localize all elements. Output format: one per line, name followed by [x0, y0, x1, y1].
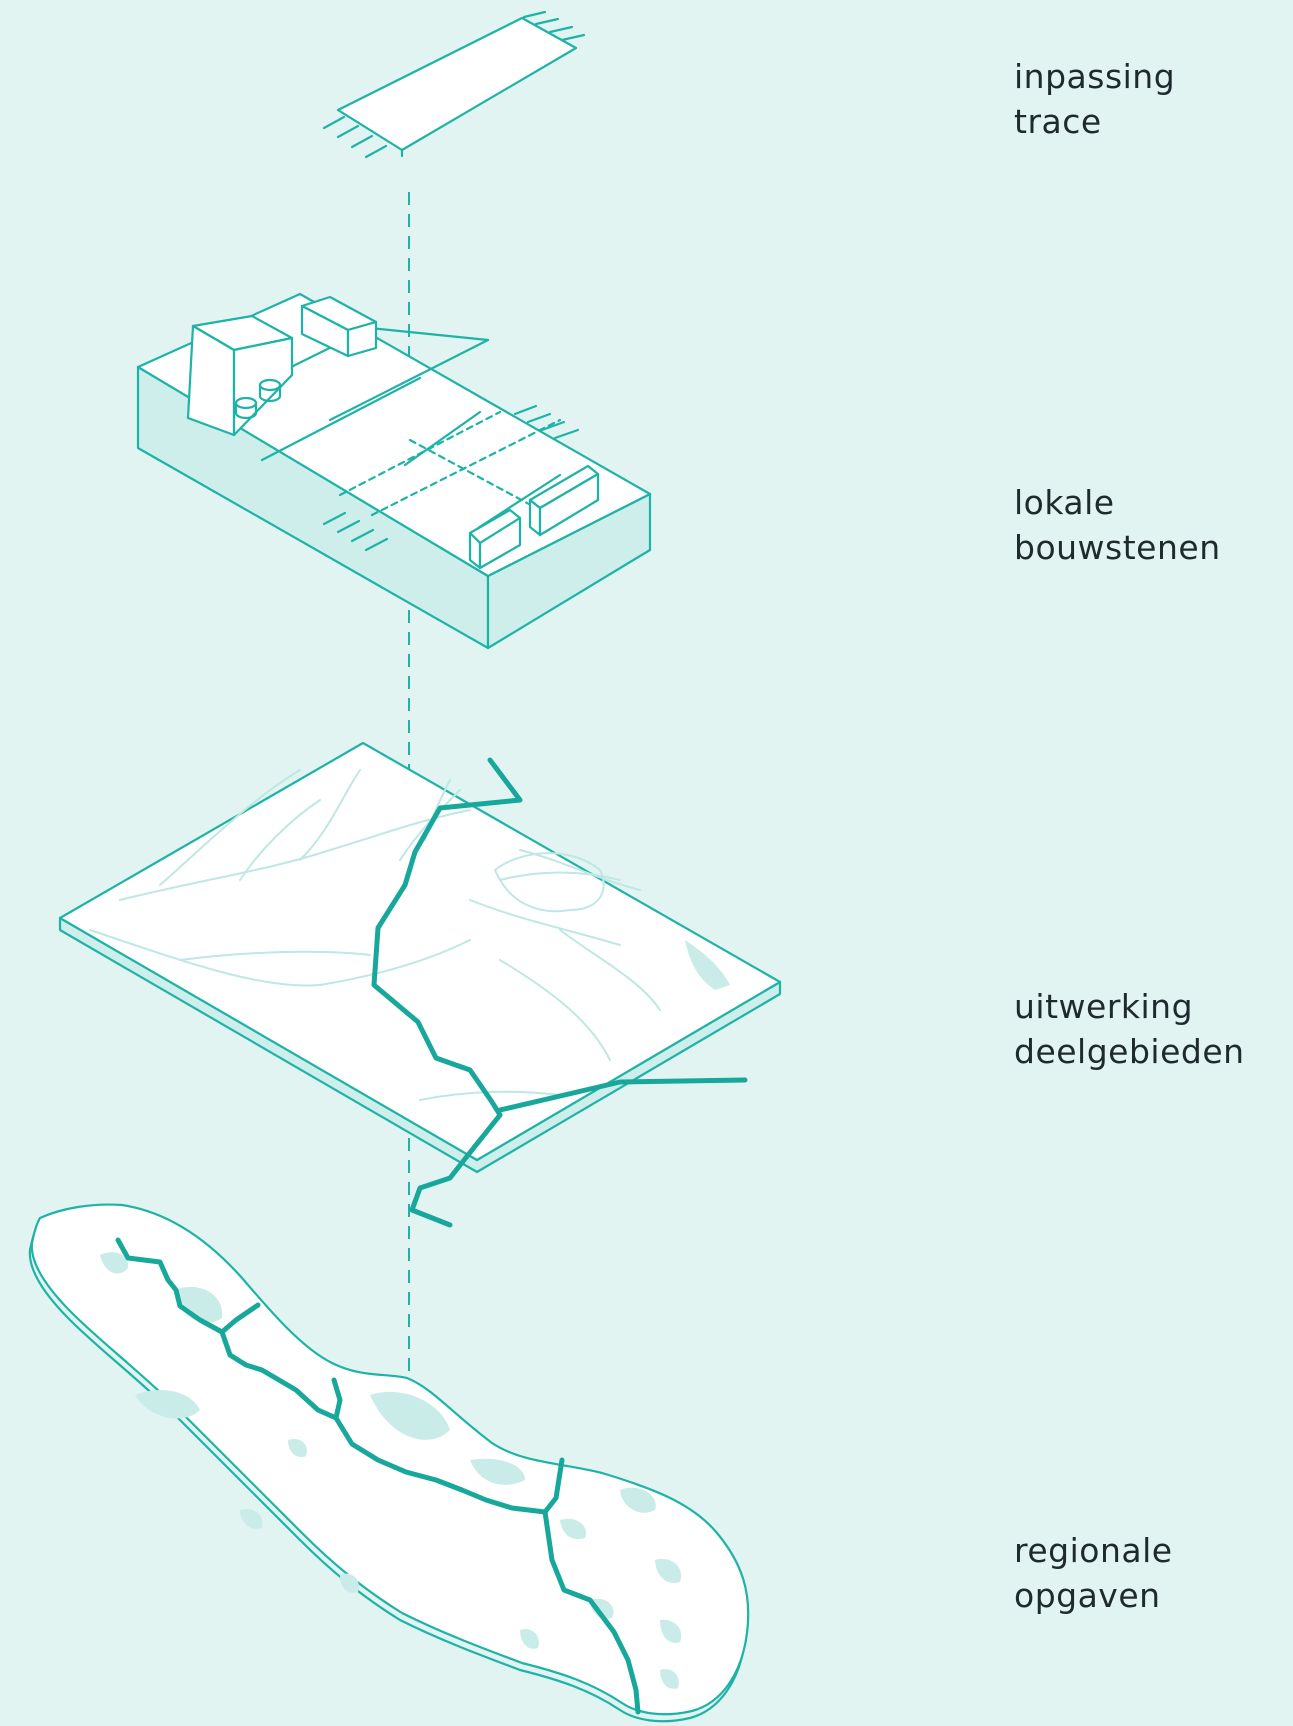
label-regionale-opgaven: regionale opgaven	[1014, 1528, 1173, 1618]
label-uitwerking-deelgebieden: uitwerking deelgebieden	[1014, 984, 1245, 1074]
label-line-2: opgaven	[1014, 1573, 1173, 1618]
regional-map	[30, 1205, 748, 1722]
subarea-map-slab	[60, 743, 780, 1225]
label-lokale-bouwstenen: lokale bouwstenen	[1014, 480, 1221, 570]
building-block	[138, 294, 650, 648]
label-line-1: regionale	[1014, 1528, 1173, 1573]
label-inpassing-trace: inpassing trace	[1014, 54, 1175, 144]
label-line-2: bouwstenen	[1014, 525, 1221, 570]
label-line-1: uitwerking	[1014, 984, 1245, 1029]
label-line-2: trace	[1014, 99, 1175, 144]
trace-slab	[324, 12, 584, 157]
label-line-2: deelgebieden	[1014, 1029, 1245, 1074]
label-line-1: inpassing	[1014, 54, 1175, 99]
label-line-1: lokale	[1014, 480, 1221, 525]
